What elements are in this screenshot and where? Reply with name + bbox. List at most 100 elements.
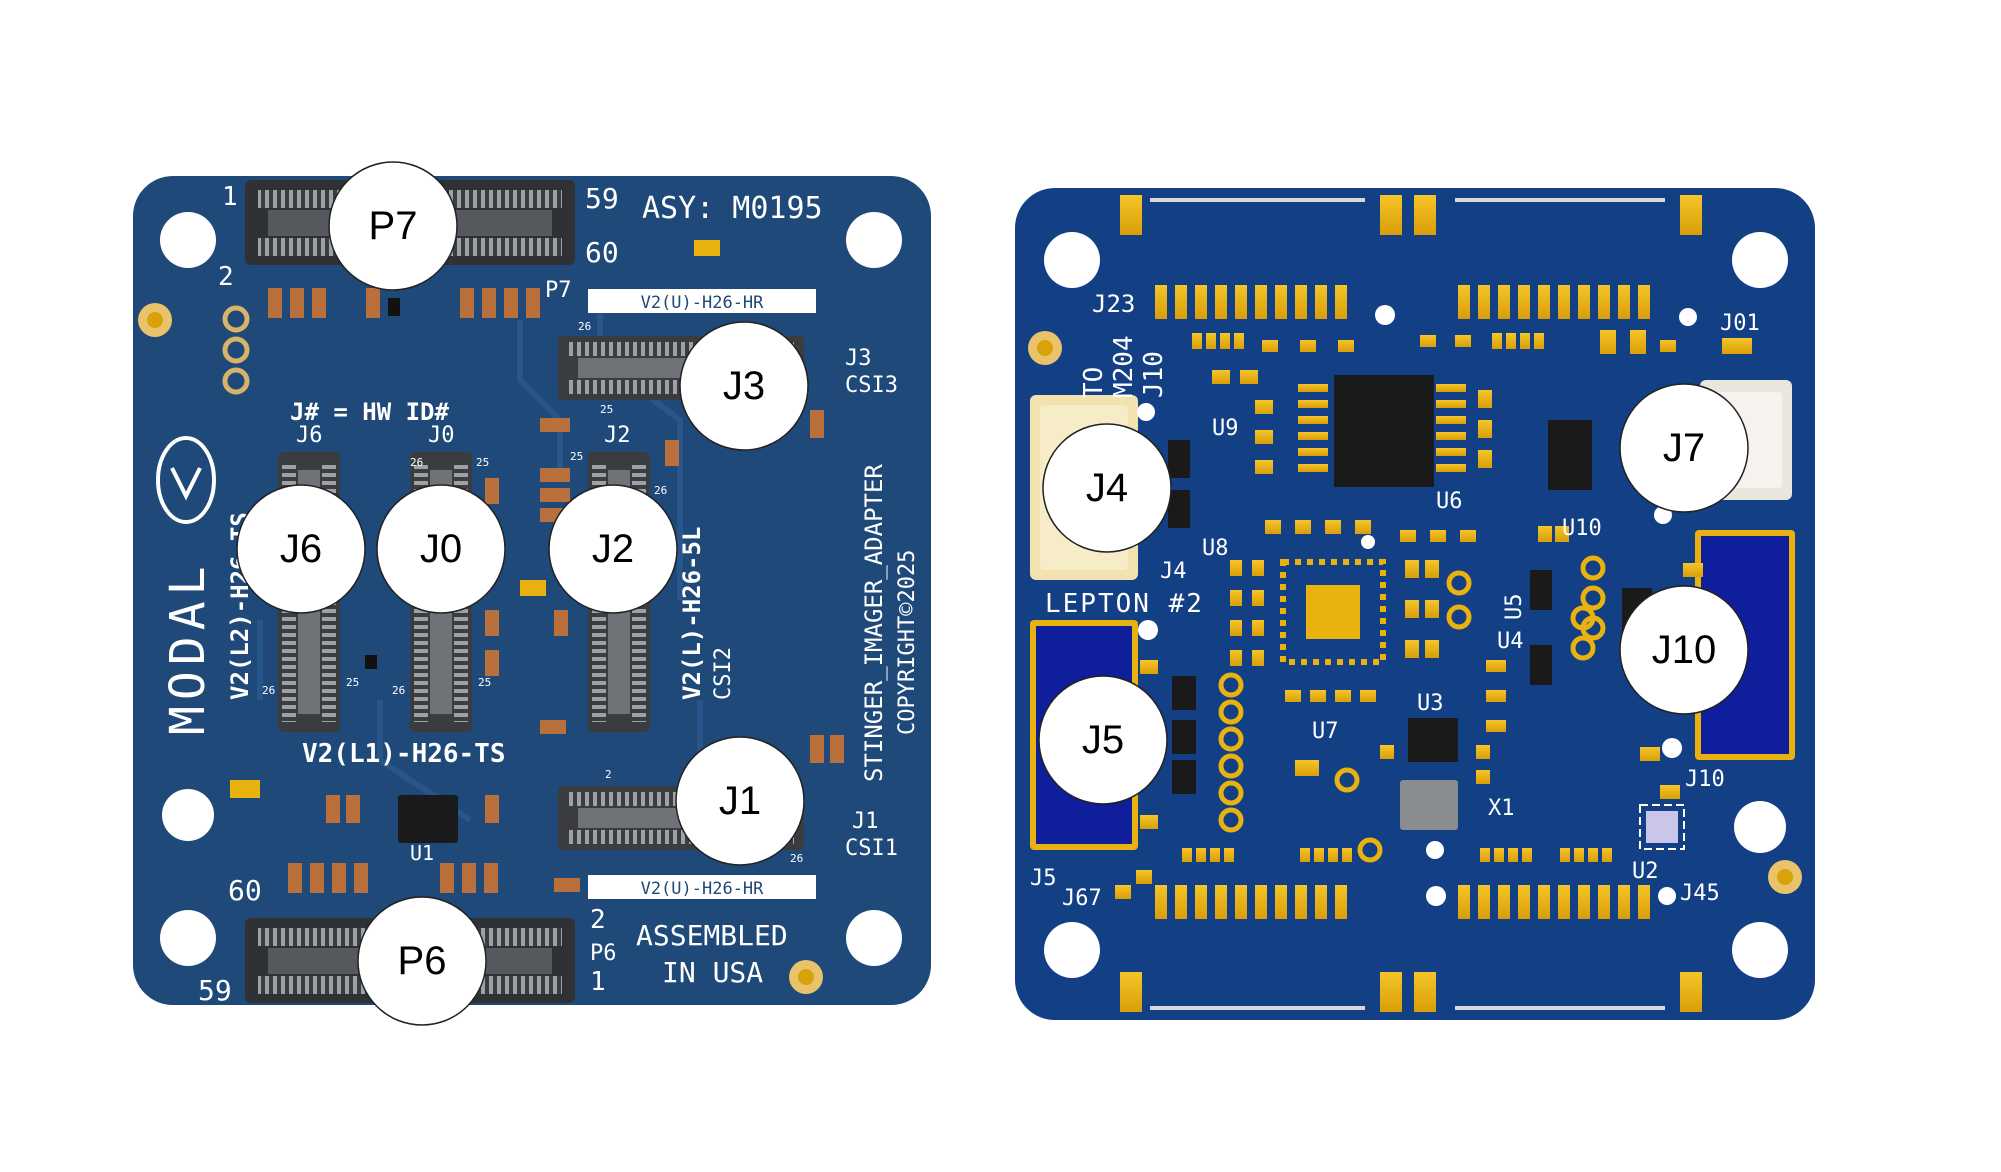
u7-qfn	[1280, 559, 1386, 665]
fiducial-center	[147, 312, 163, 328]
u6-chip	[1298, 375, 1466, 487]
mount-hole	[1732, 232, 1788, 288]
silk-j4: J4	[1160, 559, 1187, 584]
callout-j0: J0	[376, 484, 506, 614]
silk-csi3: CSI3	[845, 373, 898, 398]
pin-1-top: 1	[222, 182, 238, 212]
silk-j5: J5	[1030, 866, 1057, 891]
right-passives	[1115, 330, 1752, 899]
silk-u3: U3	[1417, 691, 1444, 716]
pin-25e: 25	[476, 456, 489, 469]
pin-26d: 26	[654, 484, 667, 497]
pin-26a: 26	[578, 320, 591, 333]
callout-j1: J1	[675, 736, 805, 866]
pin-59-bottom: 59	[198, 974, 232, 1007]
pin-25b: 25	[346, 676, 359, 689]
pin-26b: 26	[262, 684, 275, 697]
callout-p6: P6	[357, 896, 487, 1026]
right-white-vias	[1137, 305, 1697, 906]
callout-j2: J2	[548, 484, 678, 614]
pin-1-bottom: 1	[590, 967, 606, 997]
callout-j4-label: J4	[1086, 466, 1128, 510]
pin-25d: 25	[570, 450, 583, 463]
silk-v2l1: V2(L1)-H26-TS	[302, 739, 506, 769]
mount-hole	[160, 212, 216, 268]
u10-chip	[1548, 420, 1592, 490]
silk-m204: M204	[1109, 335, 1139, 398]
fiducial-center	[1037, 340, 1053, 356]
callout-j10-label: J10	[1652, 628, 1717, 672]
hw-id-note: J# = HW ID#	[290, 398, 449, 426]
u3-chip	[1408, 718, 1458, 762]
assembled-line-2: IN USA	[662, 956, 763, 989]
callout-j1-label: J1	[719, 779, 761, 823]
callout-j5: J5	[1038, 675, 1168, 805]
silk-j6: J6	[296, 423, 323, 448]
board-title: STINGER_IMAGER_ADAPTER	[860, 464, 888, 782]
pin-26c: 26	[392, 684, 405, 697]
pin-26e: 26	[410, 456, 423, 469]
right-mounting-holes	[1028, 232, 1802, 978]
silk-j01: J01	[1720, 311, 1760, 336]
callout-j3: J3	[679, 321, 809, 451]
x1-crystal	[1400, 780, 1458, 830]
silk-csi1: CSI1	[845, 836, 898, 861]
silk-v2u-top: V2(U)-H26-HR	[641, 293, 765, 313]
pin-59-top: 59	[585, 182, 619, 215]
assembled-line-1: ASSEMBLED	[636, 919, 788, 952]
callout-j6-label: J6	[280, 527, 322, 571]
callout-j2-label: J2	[592, 527, 634, 571]
mount-hole	[846, 910, 902, 966]
mount-hole	[1734, 801, 1786, 853]
fiducial-center	[798, 969, 814, 985]
pin-2-top: 2	[218, 262, 234, 292]
pin-2-j1: 2	[605, 768, 612, 781]
left-mounting-holes	[138, 212, 902, 994]
right-edge-pads	[1120, 195, 1702, 1012]
silk-j10-vertical: J10	[1139, 351, 1169, 398]
modalai-logo-mark	[170, 467, 202, 501]
silk-u1: U1	[410, 841, 434, 865]
callout-p7: P7	[328, 161, 458, 291]
mount-hole	[1044, 232, 1100, 288]
mount-hole	[160, 910, 216, 966]
callouts: P7 J3 J6 J0 J2 J1 P6 J4	[236, 161, 1749, 1026]
silk-u7: U7	[1312, 719, 1339, 744]
pin-26-j1: 26	[790, 852, 803, 865]
mount-hole	[162, 789, 214, 841]
pin-25c: 25	[478, 676, 491, 689]
silk-lepton: LEPTON #2	[1045, 589, 1204, 619]
via-ring	[222, 336, 250, 364]
silk-v2u-bottom: V2(U)-H26-HR	[641, 879, 765, 899]
right-bottom-pad-row	[1155, 885, 1650, 919]
pin-60-bottom: 60	[228, 874, 262, 907]
mount-hole	[1044, 922, 1100, 978]
silk-v2l: V2(L)-H26-5L	[678, 527, 706, 700]
silk-u8: U8	[1202, 536, 1229, 561]
silk-j2: J2	[604, 423, 631, 448]
fiducial-center	[1777, 869, 1793, 885]
silk-j1: J1	[852, 809, 879, 834]
pin-2-bottom: 2	[590, 905, 606, 935]
silk-p7: P7	[545, 278, 572, 303]
callout-j0-label: J0	[420, 527, 462, 571]
silk-j23: J23	[1092, 290, 1135, 318]
callout-j7-label: J7	[1663, 426, 1705, 470]
silk-to: TO	[1079, 367, 1109, 398]
silk-j3: J3	[845, 346, 872, 371]
silk-u4: U4	[1497, 629, 1524, 654]
silk-u2: U2	[1632, 859, 1659, 884]
via-ring	[222, 305, 250, 333]
callout-j6: J6	[236, 484, 366, 614]
callout-p6-label: P6	[398, 939, 447, 983]
u1-chip	[398, 795, 458, 843]
silk-j67: J67	[1062, 886, 1102, 911]
u2-sensor	[1639, 804, 1685, 850]
modalai-logo-text: MODAL	[160, 561, 216, 736]
silk-u5: U5	[1502, 594, 1527, 621]
silk-u6: U6	[1436, 489, 1463, 514]
silk-u9: U9	[1212, 416, 1239, 441]
silk-p6: P6	[590, 941, 617, 966]
callout-p7-label: P7	[369, 204, 418, 248]
callout-j3-label: J3	[723, 364, 765, 408]
